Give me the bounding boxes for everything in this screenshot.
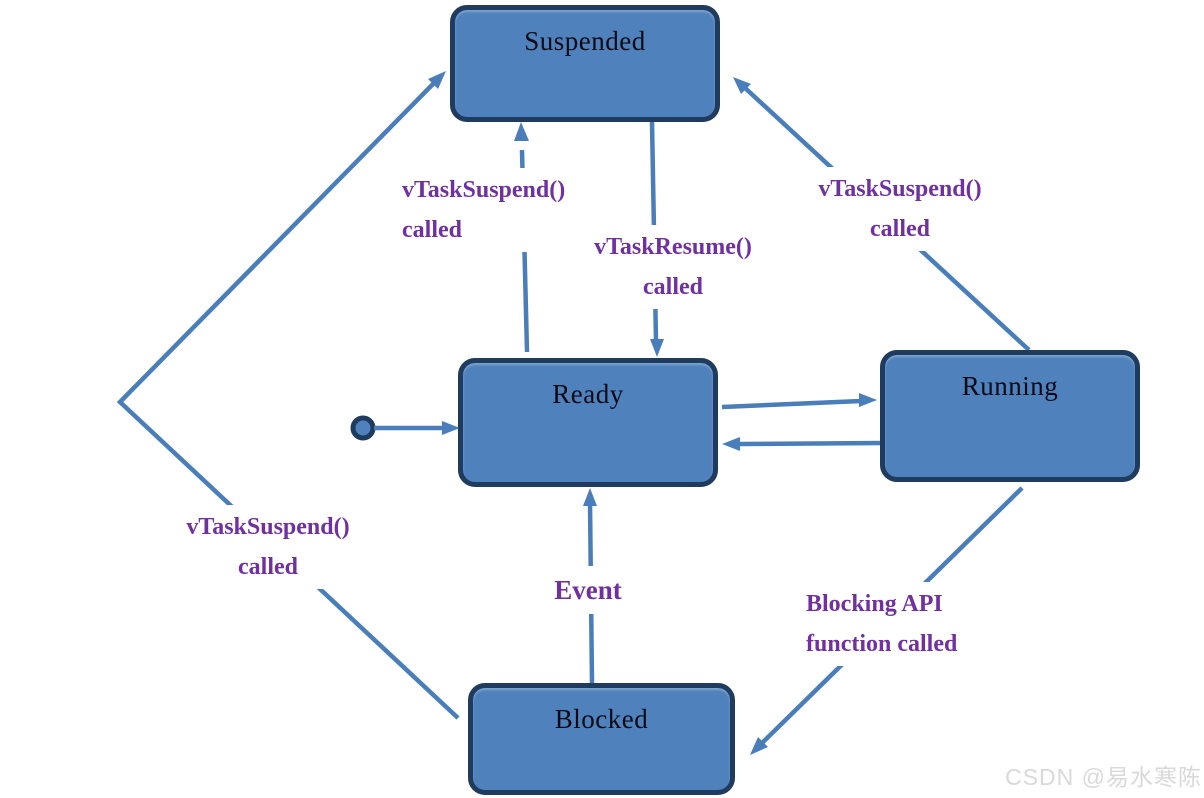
arrowhead-running-to-ready	[722, 437, 740, 451]
arrowhead-ready-to-running	[859, 393, 877, 407]
label-vtaskresume-from-suspended: vTaskResume() called	[578, 225, 768, 309]
state-ready-label: Ready	[552, 379, 624, 409]
label-vtasksuspend-from-running: vTaskSuspend() called	[806, 167, 994, 251]
state-ready: Ready	[458, 358, 718, 487]
state-running-label: Running	[961, 371, 1059, 401]
label-line: called	[643, 274, 703, 300]
label-vtasksuspend-from-ready: vTaskSuspend() called	[402, 168, 610, 252]
arrowhead-init-to-ready	[442, 421, 460, 435]
connector-blocked-to-suspended	[116, 80, 460, 720]
label-line: Event	[554, 575, 622, 605]
state-suspended-label: Suspended	[524, 26, 646, 56]
state-blocked: Blocked	[468, 683, 735, 795]
arrowhead-running-to-blocked	[750, 737, 768, 755]
label-line: vTaskResume()	[594, 234, 752, 260]
label-line: called	[402, 217, 462, 243]
label-line: Blocking API	[806, 591, 943, 617]
connector-ready-to-running	[721, 398, 862, 410]
state-suspended: Suspended	[450, 5, 720, 122]
label-line: vTaskSuspend()	[186, 514, 350, 540]
label-line: vTaskSuspend()	[402, 177, 566, 203]
state-running: Running	[880, 350, 1140, 482]
connector-running-to-ready	[737, 440, 885, 447]
state-blocked-label: Blocked	[554, 704, 649, 734]
csdn-watermark: CSDN @易水寒陈	[1005, 764, 1202, 790]
label-line: called	[238, 554, 298, 580]
label-line: called	[870, 216, 930, 242]
arrowhead-suspended-to-ready	[650, 339, 664, 357]
label-blocking-api: Blocking API function called	[806, 582, 990, 666]
label-event: Event	[532, 566, 644, 614]
label-vtasksuspend-from-blocked: vTaskSuspend() called	[170, 505, 366, 589]
arrowhead-ready-to-suspended	[514, 122, 529, 141]
arrowhead-blocked-to-suspended	[428, 71, 446, 89]
initial-state-dot	[350, 415, 376, 441]
arrowhead-running-to-suspended	[733, 77, 751, 94]
arrowhead-blocked-to-ready	[583, 488, 597, 506]
label-line: function called	[806, 631, 958, 657]
label-line: vTaskSuspend()	[818, 176, 982, 202]
